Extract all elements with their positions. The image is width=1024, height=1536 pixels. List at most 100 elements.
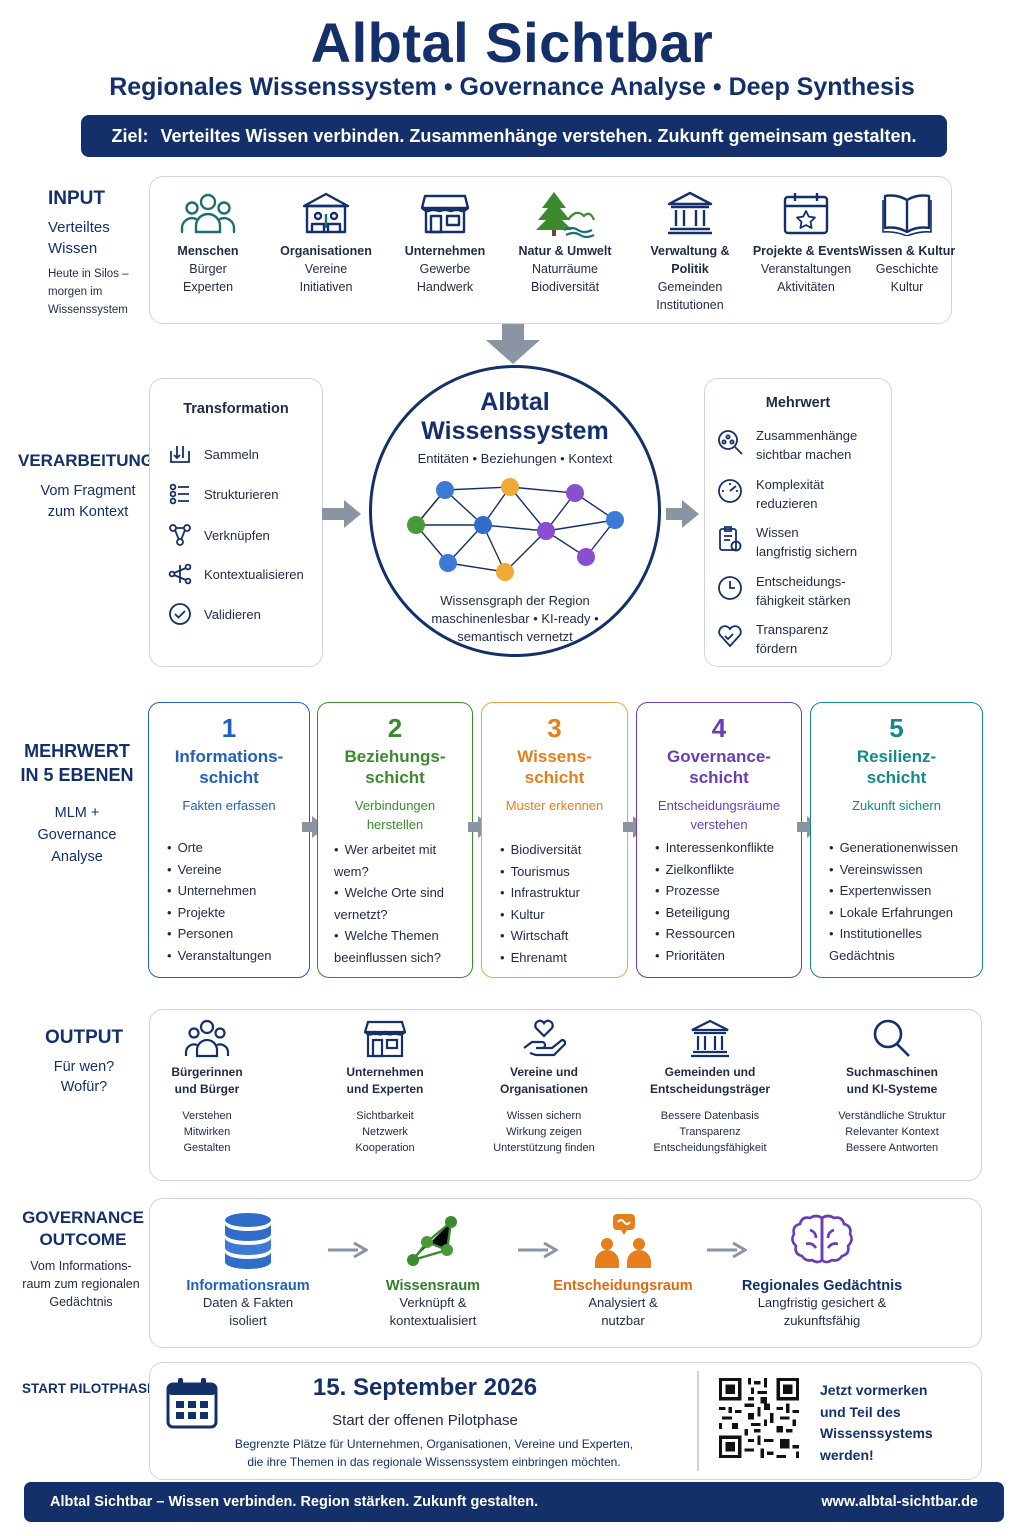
level-desc: Zukunft sichern	[852, 798, 941, 813]
institution-icon	[630, 190, 750, 242]
governance-title: Regionales Gedächtnis	[741, 1278, 903, 1294]
pilot-headline: Start der offenen Pilotphase	[332, 1412, 518, 1429]
level-bullets: Interessenkonflikte Zielkonflikte Prozes…	[655, 837, 793, 966]
step-strukturieren: Strukturieren	[168, 483, 278, 505]
level-bullets: Orte Vereine Unternehmen Projekte Person…	[167, 837, 301, 966]
level-bullets: Wer arbeitet mit wem? Welche Orte sind v…	[334, 839, 464, 968]
right-arrow-icon	[666, 500, 699, 528]
input-item-line: Aktivitäten	[777, 280, 835, 294]
output-desc-line: Relevanter Kontext	[845, 1126, 939, 1138]
levels-sub: MLM + Governance Analyse	[37, 805, 117, 865]
processing-sub: Vom Fragment zum Kontext	[40, 483, 136, 520]
qr-code-icon[interactable]	[719, 1378, 799, 1458]
page-title: Albtal Sichtbar	[310, 11, 714, 74]
value-line: Transparenz	[756, 622, 829, 637]
level-bullet: Welche Themen beeinflussen sich?	[334, 925, 464, 968]
value-line: Komplexität	[756, 477, 824, 492]
footer-bar: Albtal Sichtbar – Wissen verbinden. Regi…	[24, 1482, 1004, 1522]
footer-url-link[interactable]: www.albtal-sichtbar.de	[821, 1494, 978, 1510]
level-bullet: Beteiligung	[655, 902, 793, 924]
step-kontextualisieren: Kontextualisieren	[168, 562, 304, 586]
pilot-cta-line: und Teil des	[820, 1403, 901, 1420]
output-title-line: Unternehmen	[346, 1065, 424, 1079]
level-number: 4	[711, 713, 727, 743]
level-bullet: Prioritäten	[655, 945, 793, 967]
governance-desc-line: Daten & Fakten	[202, 1295, 294, 1310]
pilot-label: START PILOTPHASE	[22, 1381, 157, 1396]
input-item-organisationen: Organisationen Vereine Initiativen	[266, 190, 386, 296]
input-item-projekte: Projekte & Events Veranstaltungen Aktivi…	[746, 190, 866, 296]
step-label: Verknüpfen	[204, 527, 270, 543]
level-name-line: Informations-	[174, 747, 284, 766]
output-desc-line: Verständliche Struktur	[838, 1110, 946, 1122]
transformation-title: Transformation	[183, 401, 289, 417]
page-subtitle: Regionales Wissenssystem • Governance An…	[109, 73, 915, 101]
store-icon	[385, 190, 505, 242]
level-bullet: Unternehmen	[167, 880, 301, 902]
level-number: 2	[387, 713, 403, 743]
nature-icon	[505, 190, 625, 242]
pilot-text-line: Begrenzte Plätze für Unternehmen, Organi…	[234, 1437, 634, 1451]
level-desc-line: Verbindungen	[354, 798, 436, 813]
level-bullet: Wirtschaft	[500, 925, 619, 947]
knowledge-system-circle	[369, 365, 661, 657]
step-label: Sammeln	[204, 446, 259, 462]
organisation-icon	[266, 190, 386, 242]
level-desc: Verbindungen herstellen	[318, 796, 472, 834]
pilot-text-line: die ihre Themen in das regionale Wissens…	[247, 1455, 621, 1469]
level-bullet: Veranstaltungen	[167, 945, 301, 967]
value-title: Mehrwert	[765, 395, 831, 411]
level-bullet: Ressourcen	[655, 923, 793, 945]
governance-desc-line: Langfristig gesichert &	[757, 1295, 887, 1310]
level-bullets: Generationenwissen Vereinswissen Experte…	[829, 837, 974, 966]
step-label: Strukturieren	[204, 486, 279, 502]
level-name: Governance-schicht	[637, 746, 801, 788]
input-item-title: Verwaltung & Politik	[650, 244, 730, 276]
level-bullet: Orte	[167, 837, 301, 859]
governance-label-line: OUTCOME	[39, 1230, 127, 1249]
governance-label-line: GOVERNANCE	[22, 1208, 144, 1227]
level-name-line: Beziehungs-	[344, 747, 446, 766]
input-item-title: Wissen & Kultur	[858, 244, 956, 258]
input-item-line: Kultur	[890, 280, 924, 294]
output-desc-line: Mitwirken	[183, 1126, 231, 1138]
level-bullet: Prozesse	[655, 880, 793, 902]
output-desc-line: Unterstützung finden	[493, 1142, 595, 1154]
governance-item-decision: Entscheidungsraum Analysiert &nutzbar	[533, 1212, 713, 1330]
input-item-unternehmen: Unternehmen Gewerbe Handwerk	[385, 190, 505, 296]
link-icon	[169, 524, 191, 546]
input-label: INPUT	[48, 188, 105, 209]
input-item-line: Experten	[182, 280, 234, 294]
level-bullet: Vereinswissen	[829, 859, 974, 881]
level-desc-line: herstellen	[366, 817, 424, 832]
input-item-natur: Natur & Umwelt Naturräume Biodiversität	[505, 190, 625, 296]
governance-label: GOVERNANCE OUTCOME	[22, 1207, 144, 1251]
value-line: Zusammenhänge	[756, 428, 858, 443]
level-number: 5	[889, 713, 904, 743]
governance-title: Entscheidungsraum	[553, 1278, 693, 1294]
input-item-line: Biodiversität	[530, 280, 600, 294]
right-arrow-icon	[322, 500, 361, 528]
clock-icon	[718, 576, 742, 600]
core-caption-line: semantisch vernetzt	[457, 629, 573, 644]
level-bullet: Welche Orte sind vernetzt?	[334, 882, 464, 925]
levels-label: MEHRWERT IN 5 EBENEN	[18, 739, 136, 787]
gauge-icon	[718, 479, 742, 503]
pilot-text: Begrenzte Plätze für Unternehmen, Organi…	[204, 1435, 664, 1471]
database-icon	[225, 1213, 271, 1269]
levels-label-line: MEHRWERT	[24, 741, 130, 761]
level-card-5: 5 Resilienz-schicht Zukunft sichern Gene…	[810, 702, 983, 978]
pilot-date: 15. September 2026	[312, 1374, 538, 1401]
flow-arrow-icon	[328, 1241, 368, 1259]
level-name-line: schicht	[866, 768, 927, 787]
